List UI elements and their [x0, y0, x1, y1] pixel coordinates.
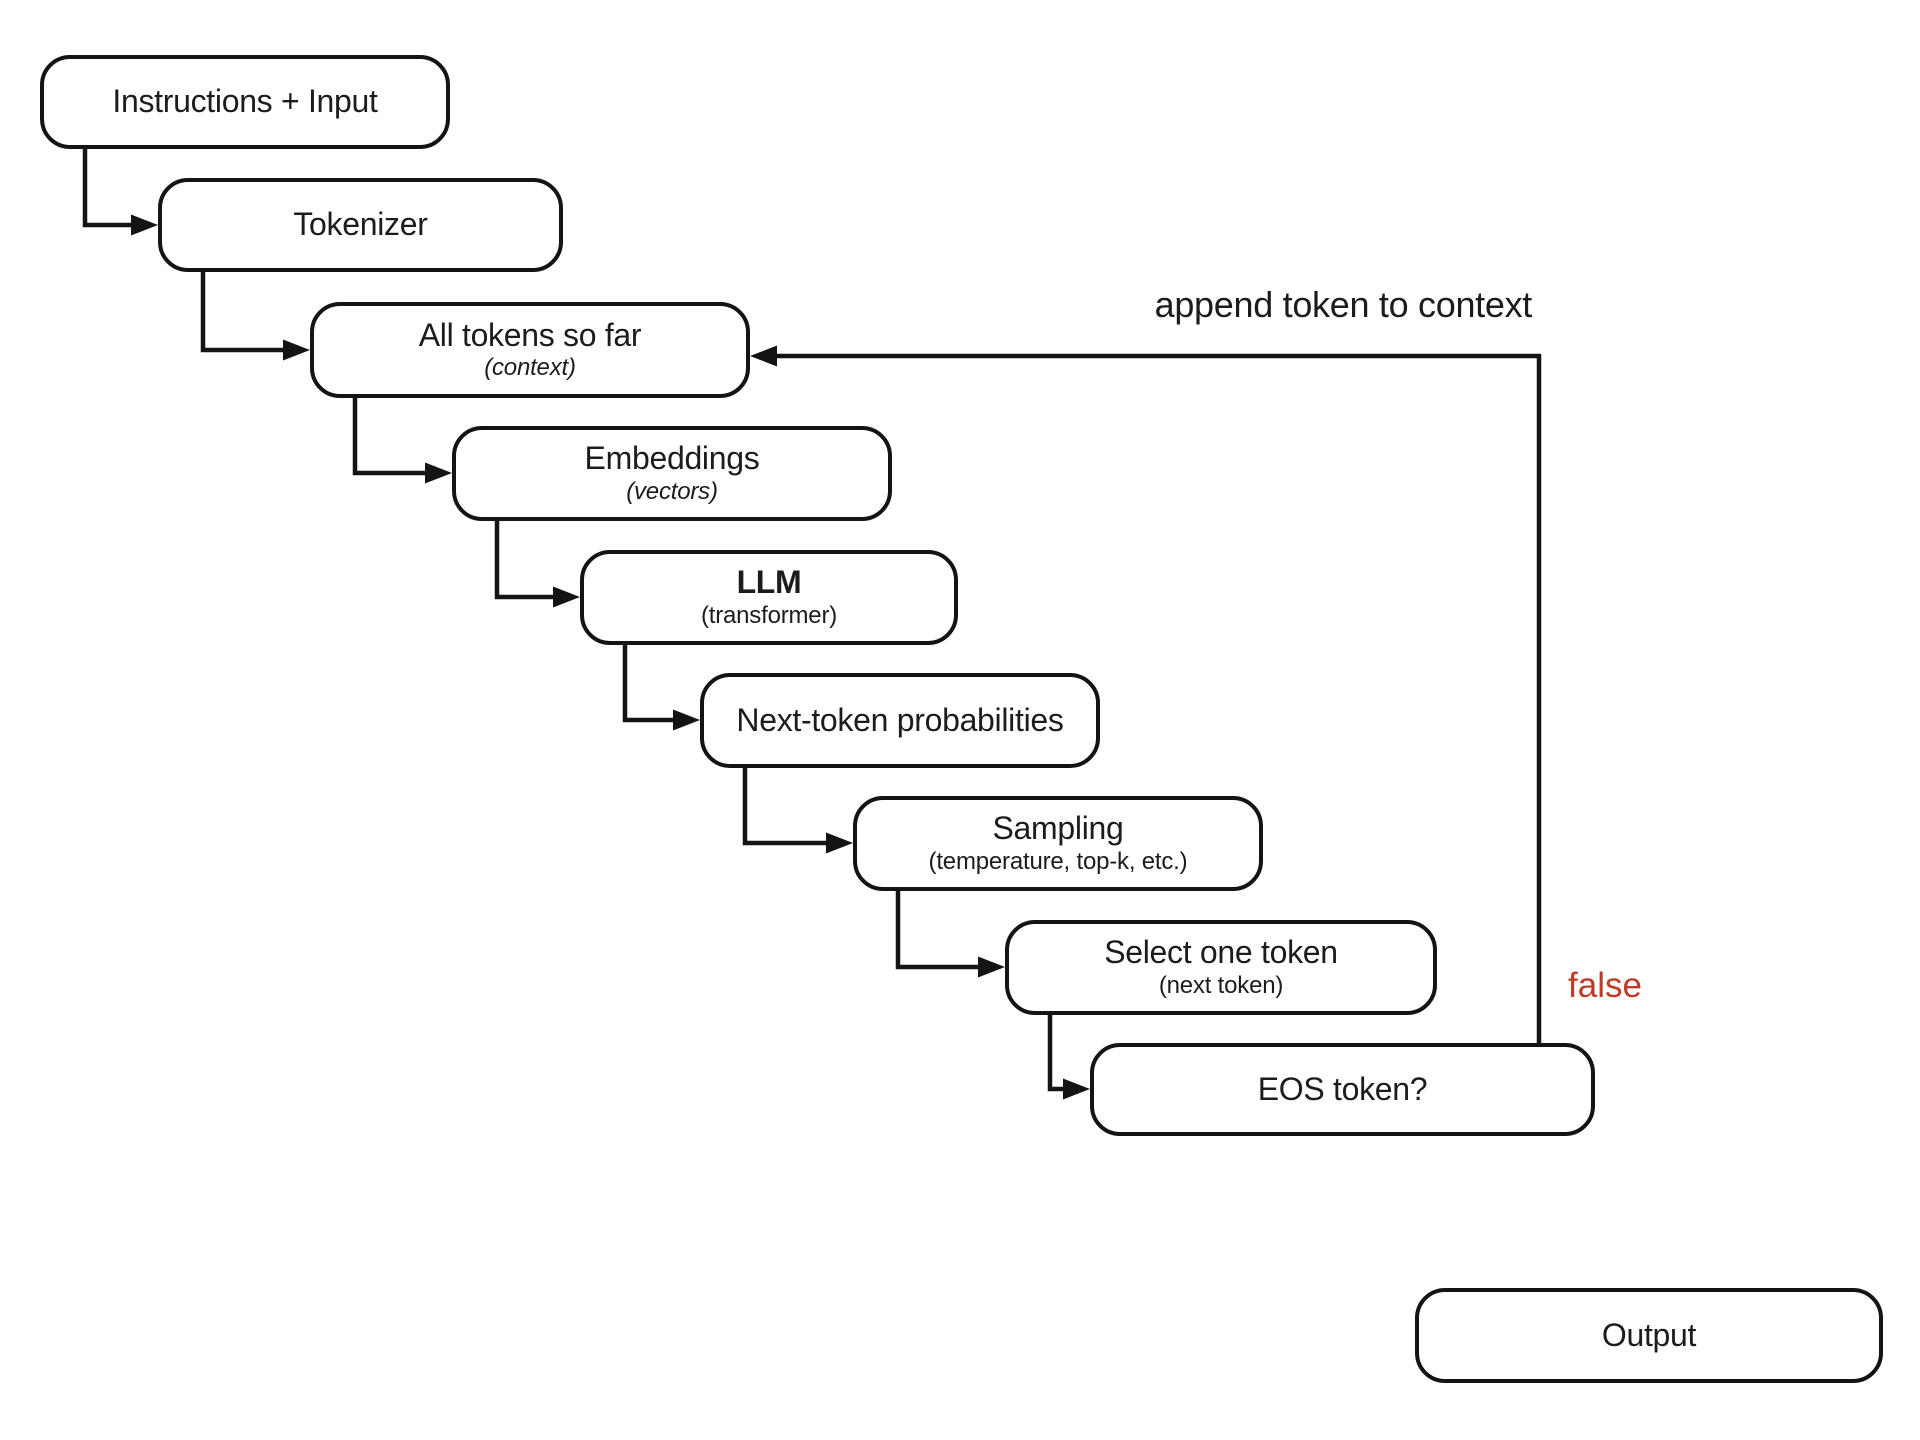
- node-label: LLM: [736, 564, 802, 601]
- node-output: Output: [1415, 1288, 1883, 1383]
- node-sublabel: (temperature, top-k, etc.): [928, 847, 1188, 875]
- node-sublabel: (context): [484, 354, 576, 382]
- node-label: All tokens so far: [418, 316, 642, 353]
- node-label: Embeddings: [584, 440, 760, 477]
- loop-false-label: false: [1568, 966, 1642, 1005]
- node-next-token-probabilities: Next-token probabilities: [700, 673, 1100, 768]
- node-select-one-token: Select one token (next token): [1005, 920, 1437, 1015]
- node-sublabel: (next token): [1158, 971, 1284, 999]
- node-sampling: Sampling (temperature, top-k, etc.): [853, 796, 1263, 891]
- node-sublabel: (transformer): [700, 601, 838, 629]
- node-embeddings: Embeddings (vectors): [452, 426, 892, 521]
- node-label: Sampling: [992, 810, 1124, 847]
- node-label: EOS token?: [1257, 1070, 1428, 1107]
- node-all-tokens-context: All tokens so far (context): [310, 302, 750, 398]
- node-label: Select one token: [1104, 934, 1338, 971]
- node-label: Instructions + Input: [112, 83, 378, 120]
- node-llm-transformer: LLM (transformer): [580, 550, 958, 645]
- loop-label-append-token-to-context: append token to context: [1154, 284, 1533, 325]
- node-instructions-input: Instructions + Input: [40, 55, 450, 149]
- node-label: Tokenizer: [293, 206, 428, 243]
- node-label: Next-token probabilities: [736, 701, 1064, 738]
- node-tokenizer: Tokenizer: [158, 178, 563, 272]
- node-label: Output: [1601, 1316, 1697, 1353]
- node-sublabel: (vectors): [626, 477, 718, 505]
- node-eos-token: EOS token?: [1090, 1043, 1595, 1136]
